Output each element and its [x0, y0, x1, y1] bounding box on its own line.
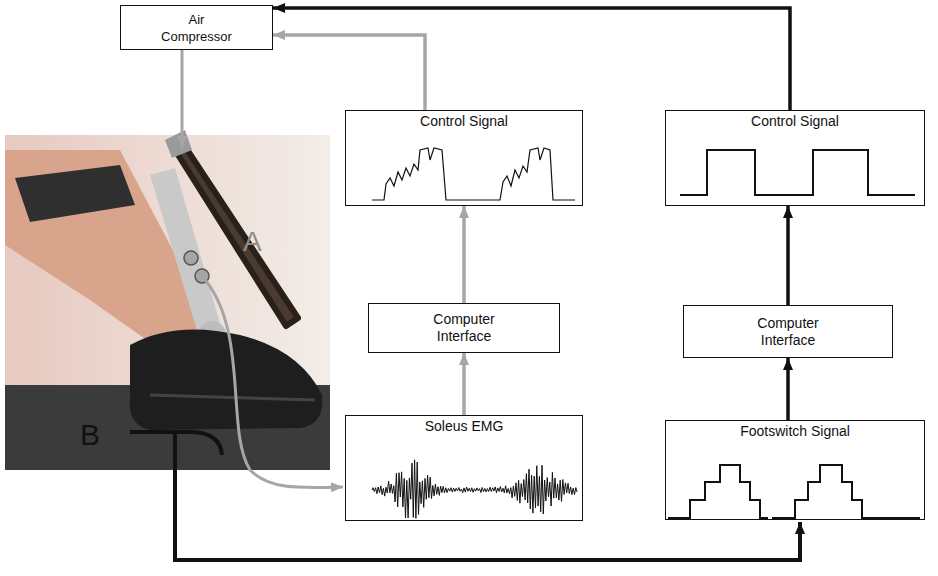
box-title: Control Signal	[416, 111, 512, 132]
box-title: Air Compressor	[152, 9, 242, 47]
part-letter: B	[80, 418, 100, 452]
box-title: Computer Interface	[409, 309, 519, 347]
drawing-part	[5, 135, 330, 470]
device-box: Air Compressor	[120, 5, 273, 50]
signal-box: Footswitch Signal	[665, 420, 925, 520]
signal-arrow	[462, 353, 466, 415]
signal-box: Control Signal	[665, 110, 925, 206]
footswitch-wire	[175, 433, 800, 560]
signal-arrow	[786, 358, 790, 420]
signal-box: Control Signal	[345, 110, 583, 206]
box-title: Control Signal	[747, 111, 843, 132]
signal-arrow	[786, 206, 790, 305]
part-letter: A	[243, 226, 262, 258]
box-title: Footswitch Signal	[736, 421, 854, 442]
box-title: Soleus EMG	[421, 416, 508, 437]
signal-arrow	[273, 35, 425, 110]
drawing-part	[165, 130, 192, 158]
emg-trace	[372, 460, 577, 518]
signal-box: Soleus EMG	[345, 415, 583, 521]
signal-arrow	[462, 206, 466, 303]
air-line	[181, 50, 184, 148]
box-title: Computer Interface	[733, 313, 843, 351]
drawing-part	[130, 329, 322, 430]
drawing-part	[150, 395, 315, 400]
footswitch-trace	[668, 465, 920, 518]
footswitch-control-trace	[680, 150, 915, 195]
electrode-wire	[202, 276, 343, 488]
drawing-part	[175, 148, 298, 326]
signal-arrow	[273, 8, 790, 110]
leg-photo	[5, 130, 330, 470]
emg-control-trace	[372, 148, 575, 200]
process-box: Computer Interface	[368, 303, 560, 353]
drawing-part	[15, 165, 135, 222]
process-box: Computer Interface	[683, 305, 893, 358]
drawing-part	[184, 251, 198, 265]
